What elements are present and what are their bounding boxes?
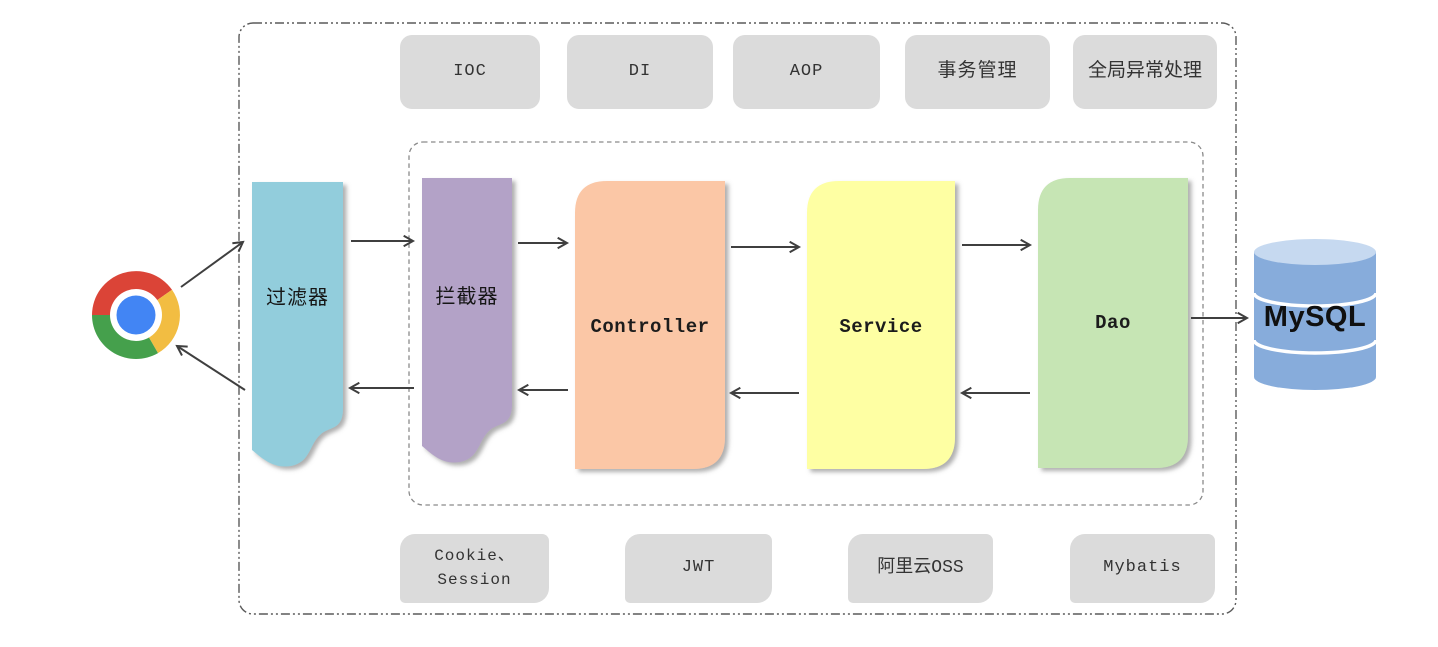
feature-box-ioc: IOC <box>400 35 540 109</box>
flow-arrows <box>175 234 1250 400</box>
feature-box-aliyun-oss: 阿里云OSS <box>848 534 993 603</box>
arrow-filter-to-browser <box>175 344 246 391</box>
service-node-shape <box>807 181 955 469</box>
chrome-browser-icon <box>92 271 180 359</box>
chrome-blue-core <box>116 295 156 335</box>
database-band-divider <box>1252 339 1378 355</box>
feature-label: 阿里云OSS <box>877 558 964 579</box>
feature-label: 全局异常处理 <box>1087 60 1202 83</box>
feature-box-mybatis: Mybatis <box>1070 534 1215 603</box>
feature-box-aop: AOP <box>733 35 880 109</box>
dao-node-shape <box>1038 178 1188 468</box>
feature-label: Mybatis <box>1103 558 1182 578</box>
feature-box-jwt: JWT <box>625 534 772 603</box>
feature-label: AOP <box>789 61 824 81</box>
feature-box-global-exception: 全局异常处理 <box>1073 35 1217 109</box>
database-cylinder-top <box>1254 239 1376 265</box>
arrow-browser-to-filter <box>180 240 245 288</box>
feature-label: IOC <box>453 61 487 81</box>
database-band-divider <box>1252 292 1378 308</box>
filter-node-shape <box>252 182 343 467</box>
interceptor-node-shape <box>422 178 512 463</box>
mysql-database-icon <box>1252 239 1378 390</box>
feature-label: Cookie、 Session <box>434 547 515 589</box>
inner-container-border <box>408 141 1204 506</box>
feature-box-cookie-session: Cookie、 Session <box>400 534 549 603</box>
feature-box-di: DI <box>567 35 713 109</box>
feature-label: 事务管理 <box>937 60 1018 83</box>
database-cylinder-body <box>1254 252 1376 390</box>
feature-label: JWT <box>681 558 716 578</box>
feature-box-transaction: 事务管理 <box>905 35 1050 109</box>
feature-label: DI <box>628 61 652 81</box>
controller-node-shape <box>575 181 725 469</box>
